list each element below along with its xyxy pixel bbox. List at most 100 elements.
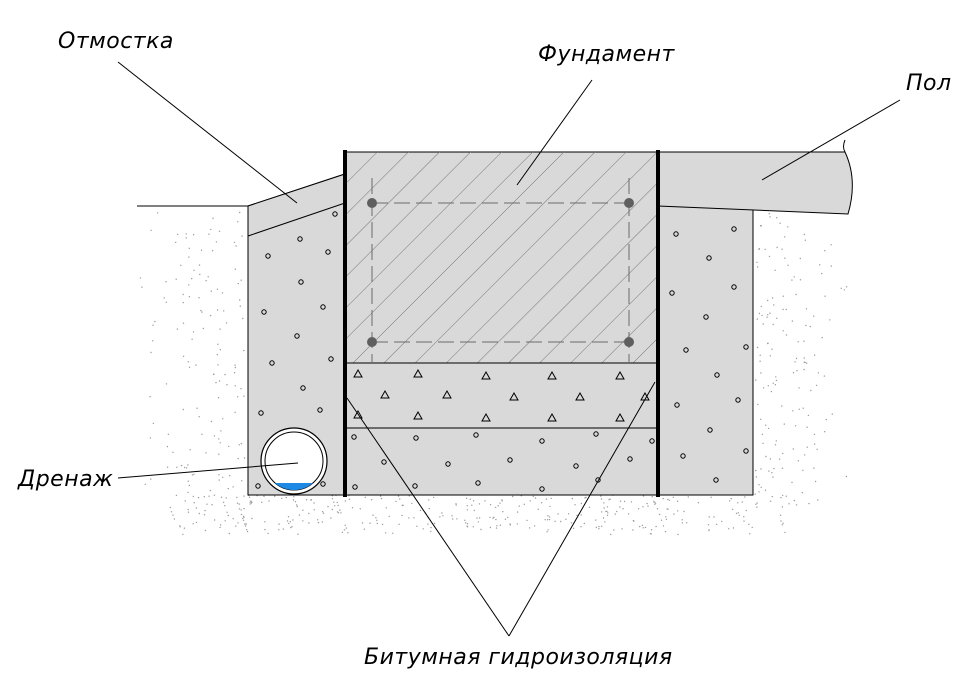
soil-dot [595,526,597,529]
soil-dot [210,420,213,423]
soil-dot [534,497,537,499]
soil-dot [677,510,679,512]
soil-dot [787,226,789,228]
soil-dot [782,494,784,497]
soil-dot [456,518,458,520]
soil-dot [165,281,167,283]
soil-dot [743,516,745,518]
soil-dot [302,520,304,522]
soil-dot [195,521,198,524]
gravel-mark [509,391,519,401]
soil-dot [610,533,612,536]
soil-dot [243,495,245,497]
soil-dot [792,448,794,450]
soil-dot [348,498,351,500]
soil-dot [489,504,492,506]
gravel-mark [575,391,585,401]
soil-dot [399,498,401,500]
soil-dot [824,295,826,297]
soil-dot [464,519,466,521]
soil-dot [843,289,845,291]
soil-dot [215,381,217,384]
soil-dot [775,376,777,378]
soil-dot [191,474,194,476]
soil-dot [200,249,203,251]
soil-dot [760,486,762,489]
soil-dot [305,499,308,501]
soil-dot [188,284,190,286]
gravel-mark [413,410,423,420]
soil-dot [802,407,804,409]
soil-dot [537,508,539,510]
soil-dot [771,348,773,350]
soil-dot [430,526,432,529]
soil-dot [339,509,341,511]
soil-dot [203,514,206,516]
aggregate-mark [269,360,275,366]
soil-dot [528,527,531,529]
soil-dot [293,496,295,498]
soil-dot [208,233,210,235]
soil-dot [472,526,474,528]
soil-dot [504,518,507,520]
soil-dot [193,502,195,504]
soil-dot [598,528,600,530]
soil-dot [364,496,366,498]
soil-dot [653,501,655,503]
soil-dot [472,500,475,502]
soil-dot [452,518,454,520]
soil-dot [204,529,207,532]
soil-dot [180,264,182,266]
soil-dot [809,325,811,328]
soil-dot [758,312,761,315]
soil-dot [799,279,802,281]
soil-dot [792,372,795,374]
soil-dot [478,517,481,519]
soil-dot [216,309,219,311]
soil-dot [141,286,143,288]
soil-dot [805,324,807,327]
soil-dot [492,517,494,519]
soil-dot [361,522,364,524]
soil-dot [187,491,189,494]
soil-dot [401,514,403,517]
soil-dot [285,496,287,499]
soil-dot [745,509,747,512]
soil-dot [219,349,221,351]
soil-dot [243,349,245,352]
soil-dot [240,388,242,390]
soil-dot [807,414,810,417]
soil-dot [388,515,390,518]
aggregate-mark [255,483,261,489]
aggregate-mark [649,438,655,444]
soil-dot [244,523,246,525]
soil-dot [782,308,784,311]
floor-break-line [843,139,846,153]
soil-dot [239,211,241,214]
soil-dot [644,526,647,529]
soil-dot [683,510,685,513]
soil-dot [250,502,253,504]
rebar-frame [371,178,630,362]
soil-dot [583,522,585,525]
soil-dot [817,372,820,374]
soil-dot [767,299,769,302]
soil-dot [574,504,576,506]
soil-dot [225,322,228,324]
soil-dot [235,245,237,247]
soil-dot [221,292,224,294]
soil-dot [201,311,203,313]
soil-dot [803,340,805,342]
soil-dot [209,314,212,317]
soil-dot [546,519,549,521]
soil-dot [210,228,212,231]
soil-dot [240,509,242,511]
soil-dot [502,511,504,513]
soil-dot [278,523,280,525]
soil-dot [708,516,710,518]
leader-waterproofing-left [346,397,510,637]
soil-dot [188,484,190,487]
soil-dot [359,508,361,510]
soil-dot [219,442,221,444]
soil-dot [334,505,336,507]
